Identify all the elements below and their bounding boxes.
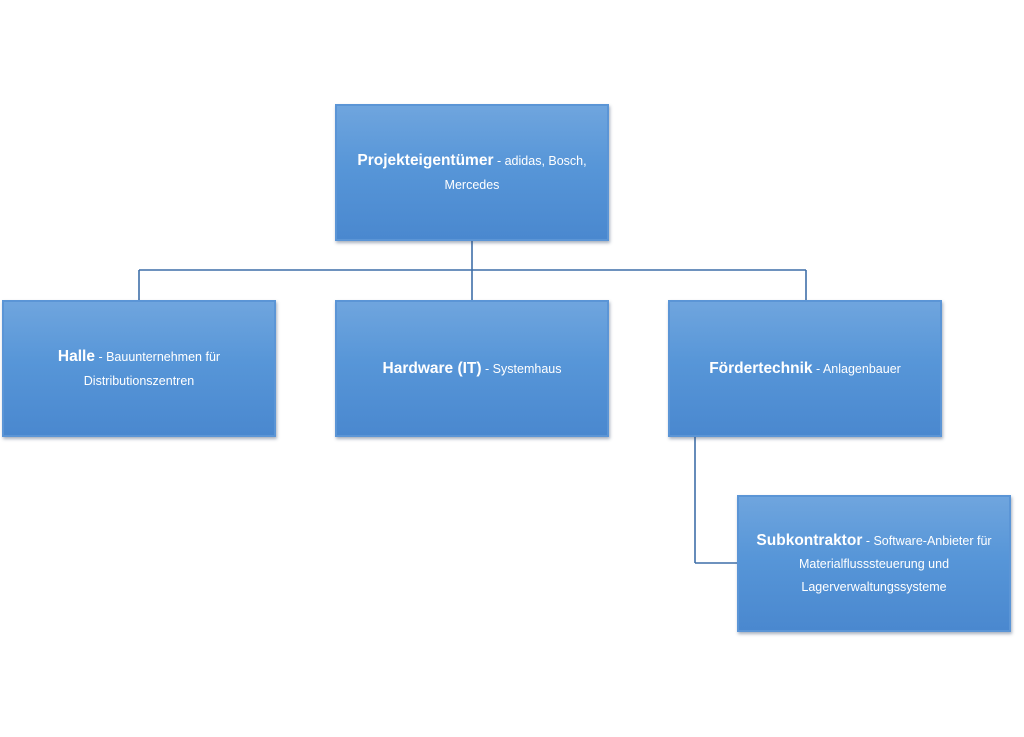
node-hardware-it: Hardware (IT) - Systemhaus [335, 300, 609, 437]
node-description: - Systemhaus [481, 361, 562, 376]
node-projekteigentuemer: Projekteigentümer - adidas, Bosch, Merce… [335, 104, 609, 241]
node-description: - adidas, Bosch, Mercedes [444, 154, 587, 192]
node-title: Projekteigentümer [357, 152, 494, 170]
node-description: - Bauunternehmen für Distributionszentre… [83, 350, 221, 388]
node-title: Subkontraktor [756, 531, 863, 549]
node-foerdertechnik: Fördertechnik - Anlagenbauer [668, 300, 942, 437]
node-description: - Anlagenbauer [812, 361, 901, 376]
node-title: Halle [57, 348, 95, 366]
node-halle: Halle - Bauunternehmen für Distributions… [2, 300, 276, 437]
node-description: - Software-Anbieter für Materialflussste… [798, 533, 992, 595]
node-title: Fördertechnik [709, 359, 813, 377]
node-subkontraktor: Subkontraktor - Software-Anbieter für Ma… [737, 495, 1011, 632]
node-title: Hardware (IT) [382, 359, 482, 377]
